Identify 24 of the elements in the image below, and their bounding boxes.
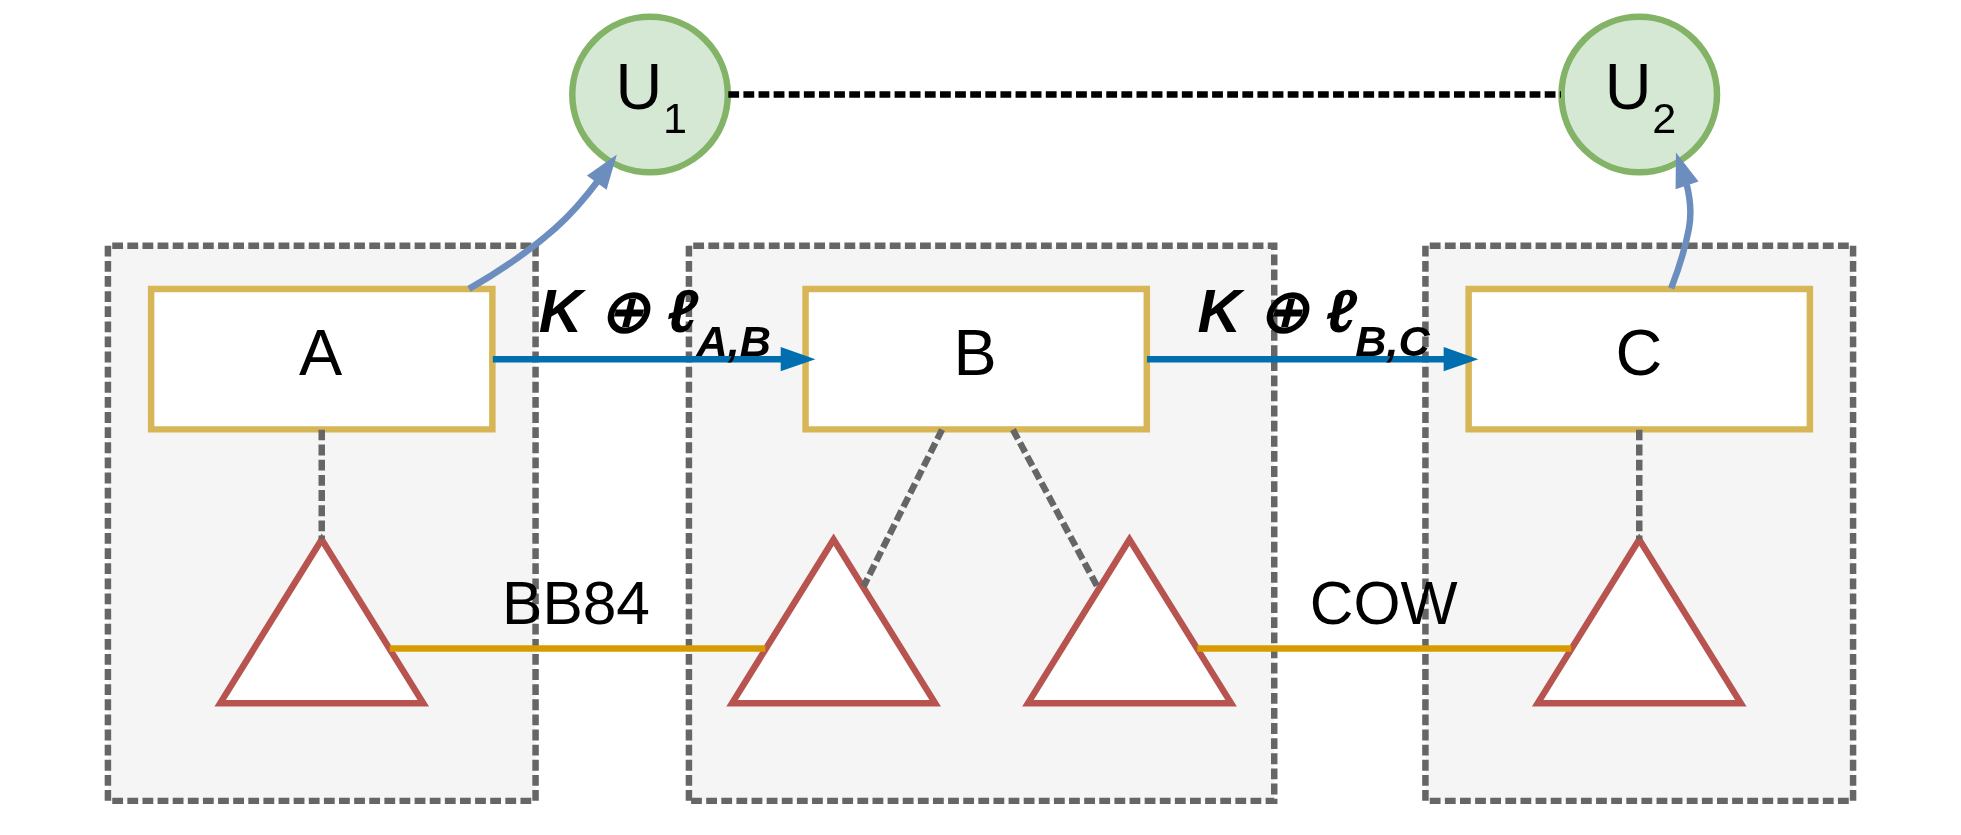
- node-triangle: [726, 533, 941, 707]
- arrow: [1668, 152, 1699, 290]
- connector: [1197, 645, 1572, 652]
- edge-label: K ⊕ ℓ$_{A,B}$: [538, 276, 771, 365]
- arrow: [1146, 347, 1479, 372]
- edge-label: BB84: [502, 568, 651, 637]
- connector: [389, 645, 766, 652]
- node-triangle: [214, 533, 430, 707]
- node-box: C: [1465, 285, 1814, 433]
- node-box: A: [147, 285, 496, 433]
- connector: [1010, 428, 1102, 590]
- node-circle: U$_{1}$: [569, 13, 732, 176]
- arrow: [467, 154, 617, 292]
- connector: [1636, 429, 1643, 540]
- node-triangle: [1531, 533, 1747, 707]
- arrow: [492, 347, 816, 372]
- connector: [728, 91, 1561, 98]
- connector: [318, 429, 325, 540]
- node-triangle: [1022, 533, 1237, 707]
- edge-label: K ⊕ ℓ$_{B,C}$: [1197, 276, 1430, 365]
- node-box: B: [802, 285, 1151, 433]
- node-circle: U$_{2}$: [1558, 13, 1721, 176]
- edge-label: COW: [1309, 568, 1458, 637]
- connector: [860, 428, 945, 588]
